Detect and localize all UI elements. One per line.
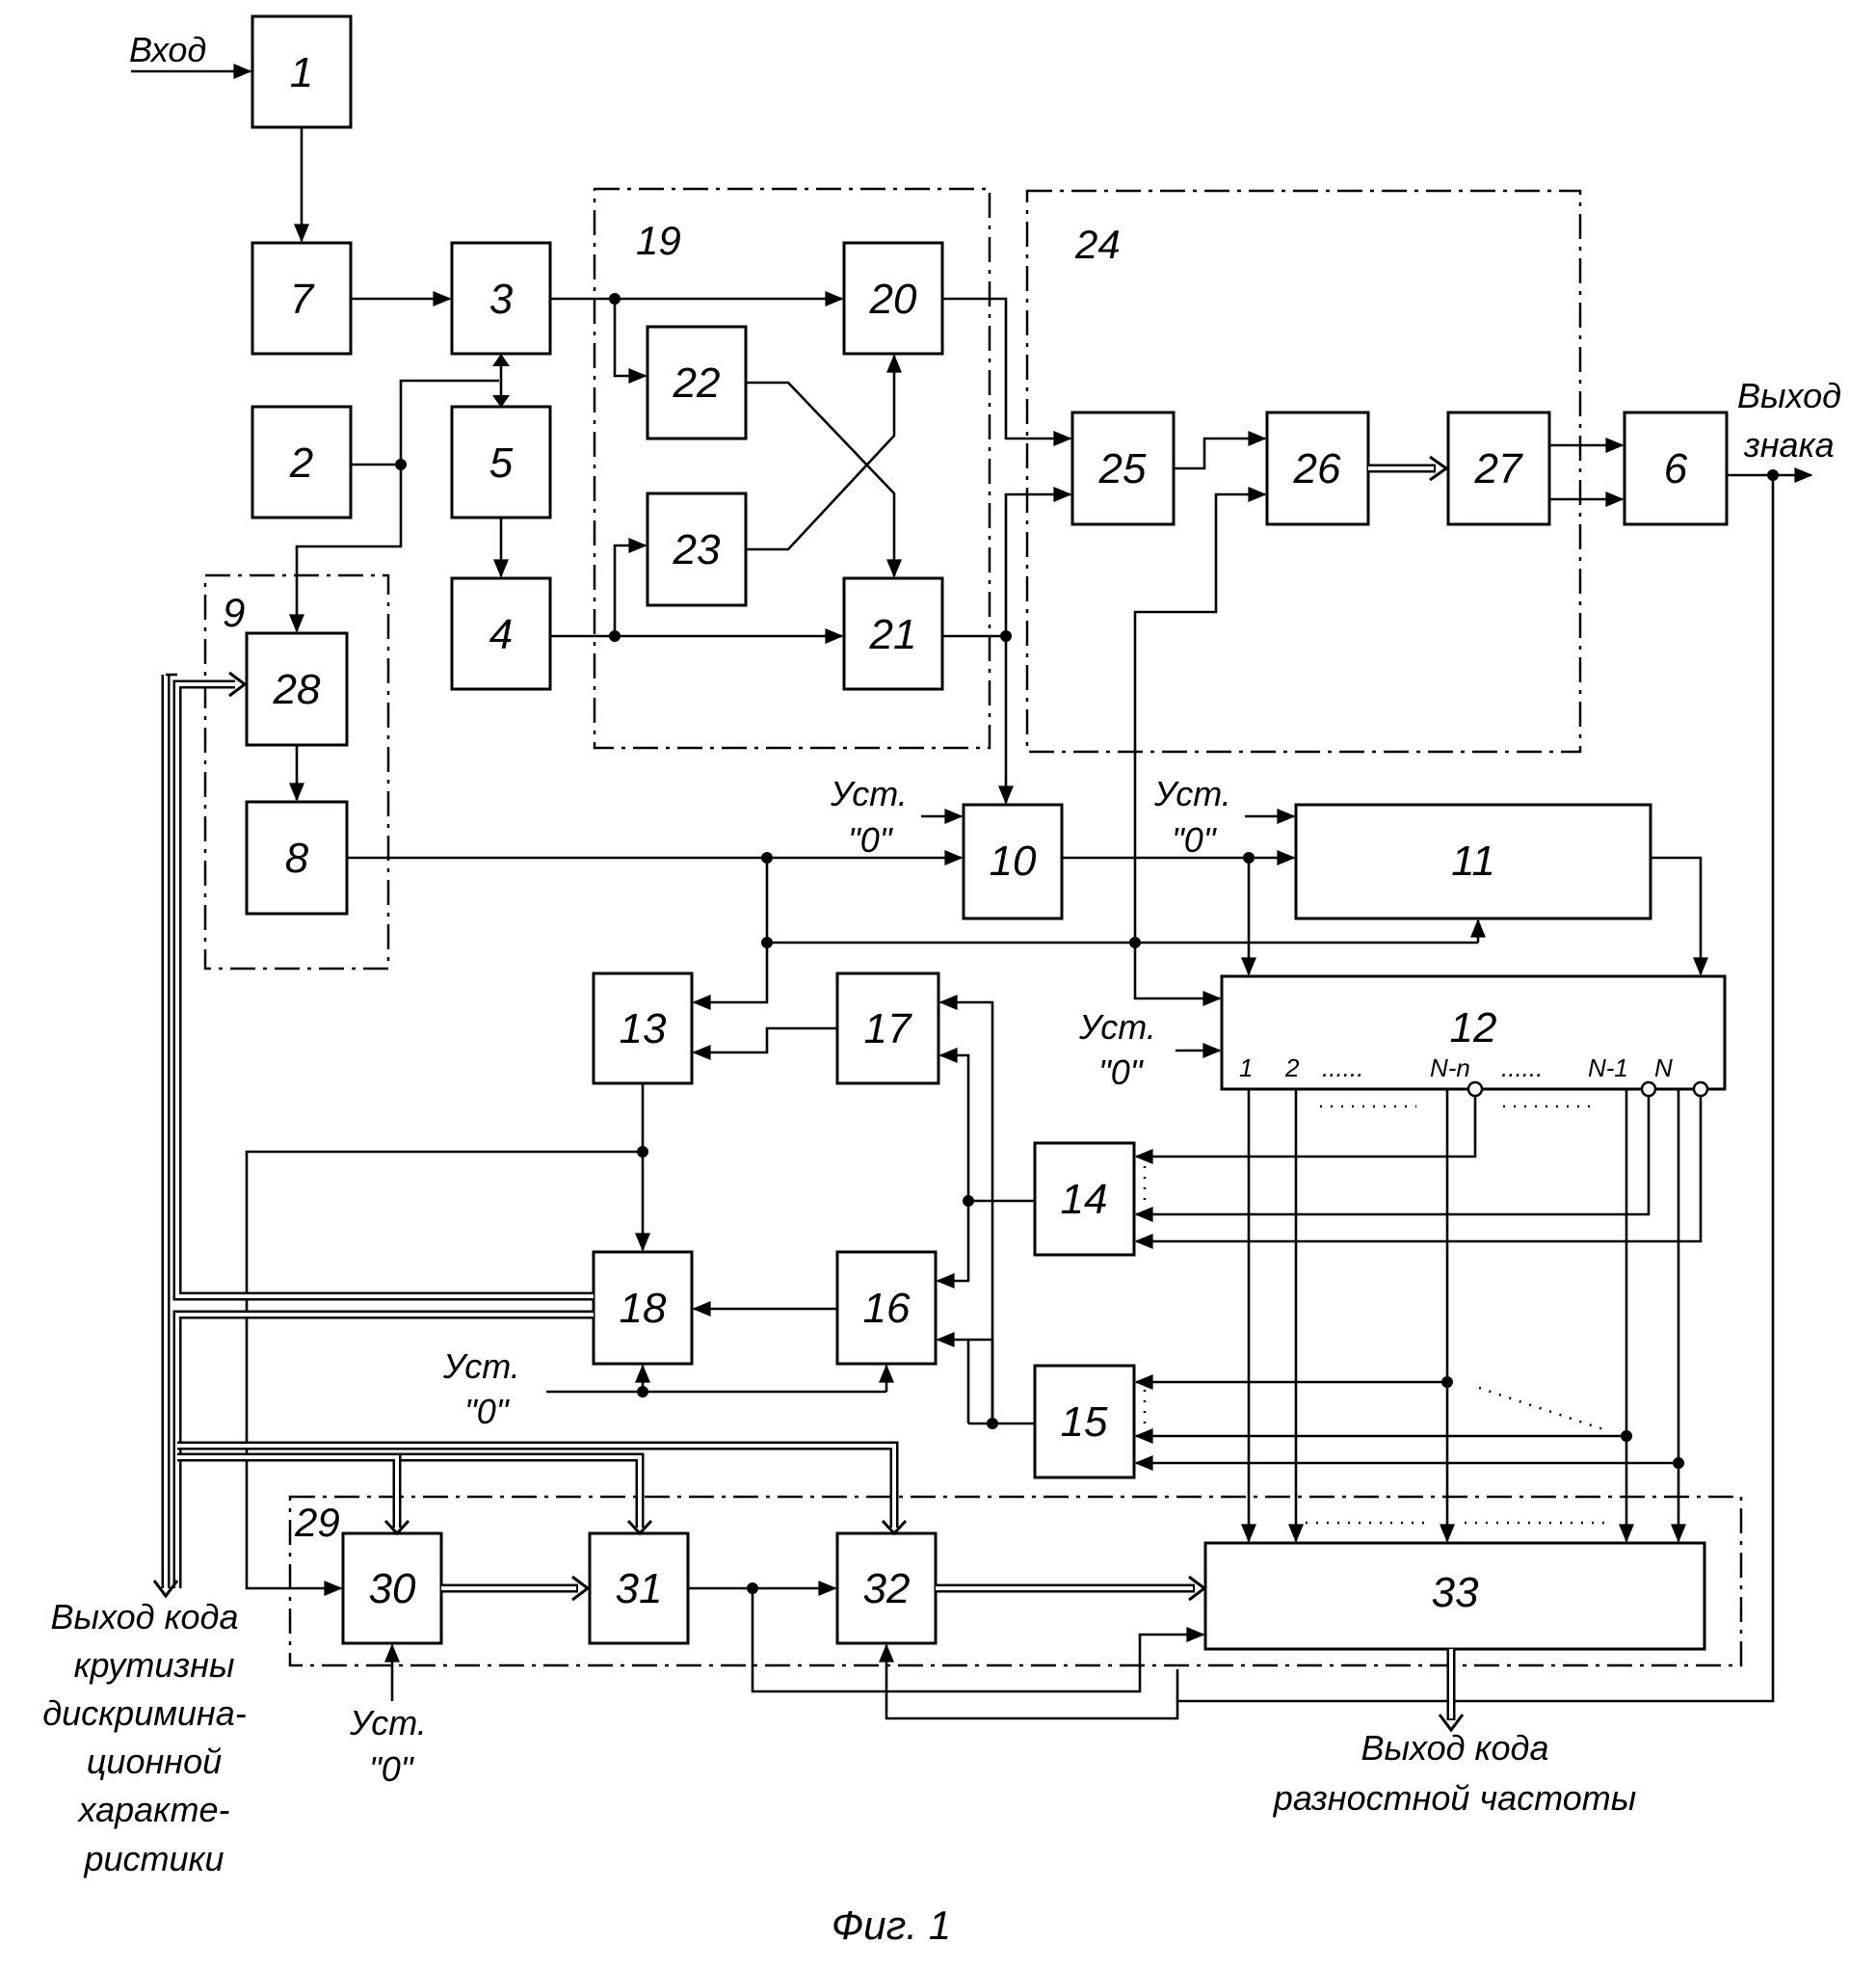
block-17: 17 <box>837 973 938 1083</box>
block-22: 22 <box>647 327 746 439</box>
reset-label-18-bottom: "0" <box>464 1392 511 1431</box>
block-23: 23 <box>647 493 746 605</box>
group-9-label: 9 <box>223 590 245 635</box>
block-25: 25 <box>1072 412 1174 524</box>
block-6: 6 <box>1625 412 1727 524</box>
counter-output-n-minus-n: N-n <box>1430 1053 1470 1082</box>
reset-label-11-bottom: "0" <box>1172 820 1218 860</box>
block-7: 7 <box>252 243 351 354</box>
reset-label-12-top: Уст. <box>1078 1007 1156 1047</box>
block-3: 3 <box>452 243 550 354</box>
block-10: 10 <box>964 805 1062 918</box>
block-31: 31 <box>590 1533 688 1643</box>
reset-label-10-bottom: "0" <box>848 820 894 860</box>
svg-text:25: 25 <box>1098 445 1147 492</box>
reset-label-18-top: Уст. <box>442 1346 520 1386</box>
figure-caption: Фиг. 1 <box>832 1902 951 1948</box>
block-1: 1 <box>252 16 351 127</box>
svg-text:13: 13 <box>620 1005 667 1052</box>
reset-label-10-top: Уст. <box>830 774 908 813</box>
block-11: 11 <box>1296 805 1651 918</box>
sign-output-label-2: знака <box>1743 425 1835 465</box>
svg-text:14: 14 <box>1061 1176 1108 1223</box>
svg-text:32: 32 <box>863 1565 911 1612</box>
counter-output-dots-1: ...... <box>1322 1053 1363 1082</box>
svg-text:33: 33 <box>1432 1569 1479 1616</box>
slope-output-label-3: дискримина- <box>42 1693 246 1733</box>
sign-output-label-1: Выход <box>1737 376 1841 415</box>
svg-text:8: 8 <box>285 835 309 882</box>
counter-output-n-minus-1: N-1 <box>1588 1053 1628 1082</box>
svg-text:7: 7 <box>290 276 315 323</box>
group-24-label: 24 <box>1074 222 1121 267</box>
svg-text:23: 23 <box>673 526 721 573</box>
block-16: 16 <box>837 1252 936 1364</box>
counter-output-dots-2: ...... <box>1501 1053 1543 1082</box>
block-27: 27 <box>1448 412 1549 524</box>
block-18: 18 <box>594 1252 692 1364</box>
group-29-label: 29 <box>294 1500 340 1545</box>
svg-text:21: 21 <box>869 611 917 658</box>
freq-output-label-1: Выход кода <box>1361 1728 1549 1768</box>
slope-output-label-6: ристики <box>83 1839 224 1878</box>
block-14: 14 <box>1035 1143 1134 1255</box>
reset-label-11-top: Уст. <box>1153 774 1231 813</box>
svg-text:28: 28 <box>273 666 321 713</box>
group-19-label: 19 <box>636 218 681 263</box>
counter-output-2: 2 <box>1284 1053 1300 1082</box>
svg-text:20: 20 <box>869 276 917 323</box>
block-26: 26 <box>1267 412 1368 524</box>
slope-output-label-2: крутизны <box>74 1645 235 1685</box>
input-label: Вход <box>129 30 206 69</box>
svg-text:31: 31 <box>616 1565 663 1612</box>
block-15: 15 <box>1035 1366 1134 1477</box>
reset-label-30-bottom: "0" <box>369 1749 415 1789</box>
svg-text:22: 22 <box>673 359 721 407</box>
svg-text:27: 27 <box>1474 445 1523 492</box>
freq-output-label-2: разностной частоты <box>1273 1778 1636 1818</box>
counter-output-n: N <box>1654 1053 1673 1082</box>
block-32: 32 <box>837 1533 936 1643</box>
block-21: 21 <box>844 578 942 689</box>
reset-label-12-bottom: "0" <box>1098 1052 1145 1092</box>
svg-text:3: 3 <box>489 276 514 323</box>
svg-text:17: 17 <box>864 1005 912 1052</box>
slope-output-label-5: характе- <box>76 1790 229 1829</box>
block-13: 13 <box>594 973 692 1083</box>
block-20: 20 <box>844 243 942 354</box>
block-28: 28 <box>247 633 347 745</box>
reset-label-30-top: Уст. <box>349 1703 427 1743</box>
block-8: 8 <box>247 802 347 914</box>
block-5: 5 <box>452 407 550 518</box>
block-30: 30 <box>343 1533 441 1643</box>
svg-text:18: 18 <box>620 1285 667 1332</box>
svg-text:30: 30 <box>369 1565 416 1612</box>
svg-text:4: 4 <box>489 611 513 658</box>
svg-text:2: 2 <box>289 439 313 487</box>
slope-output-label-1: Выход кода <box>51 1597 239 1636</box>
counter-output-1: 1 <box>1239 1053 1253 1082</box>
svg-text:1: 1 <box>290 49 313 96</box>
svg-text:26: 26 <box>1293 445 1341 492</box>
block-4: 4 <box>452 578 550 689</box>
svg-text:10: 10 <box>990 838 1037 885</box>
svg-text:11: 11 <box>1451 838 1495 885</box>
svg-text:15: 15 <box>1061 1398 1108 1446</box>
svg-text:5: 5 <box>489 439 514 487</box>
svg-text:6: 6 <box>1664 445 1688 492</box>
block-33: 33 <box>1205 1543 1704 1649</box>
svg-text:12: 12 <box>1450 1004 1497 1051</box>
slope-output-label-4: ционной <box>87 1742 222 1781</box>
svg-text:16: 16 <box>863 1285 911 1332</box>
block-2: 2 <box>252 407 351 518</box>
